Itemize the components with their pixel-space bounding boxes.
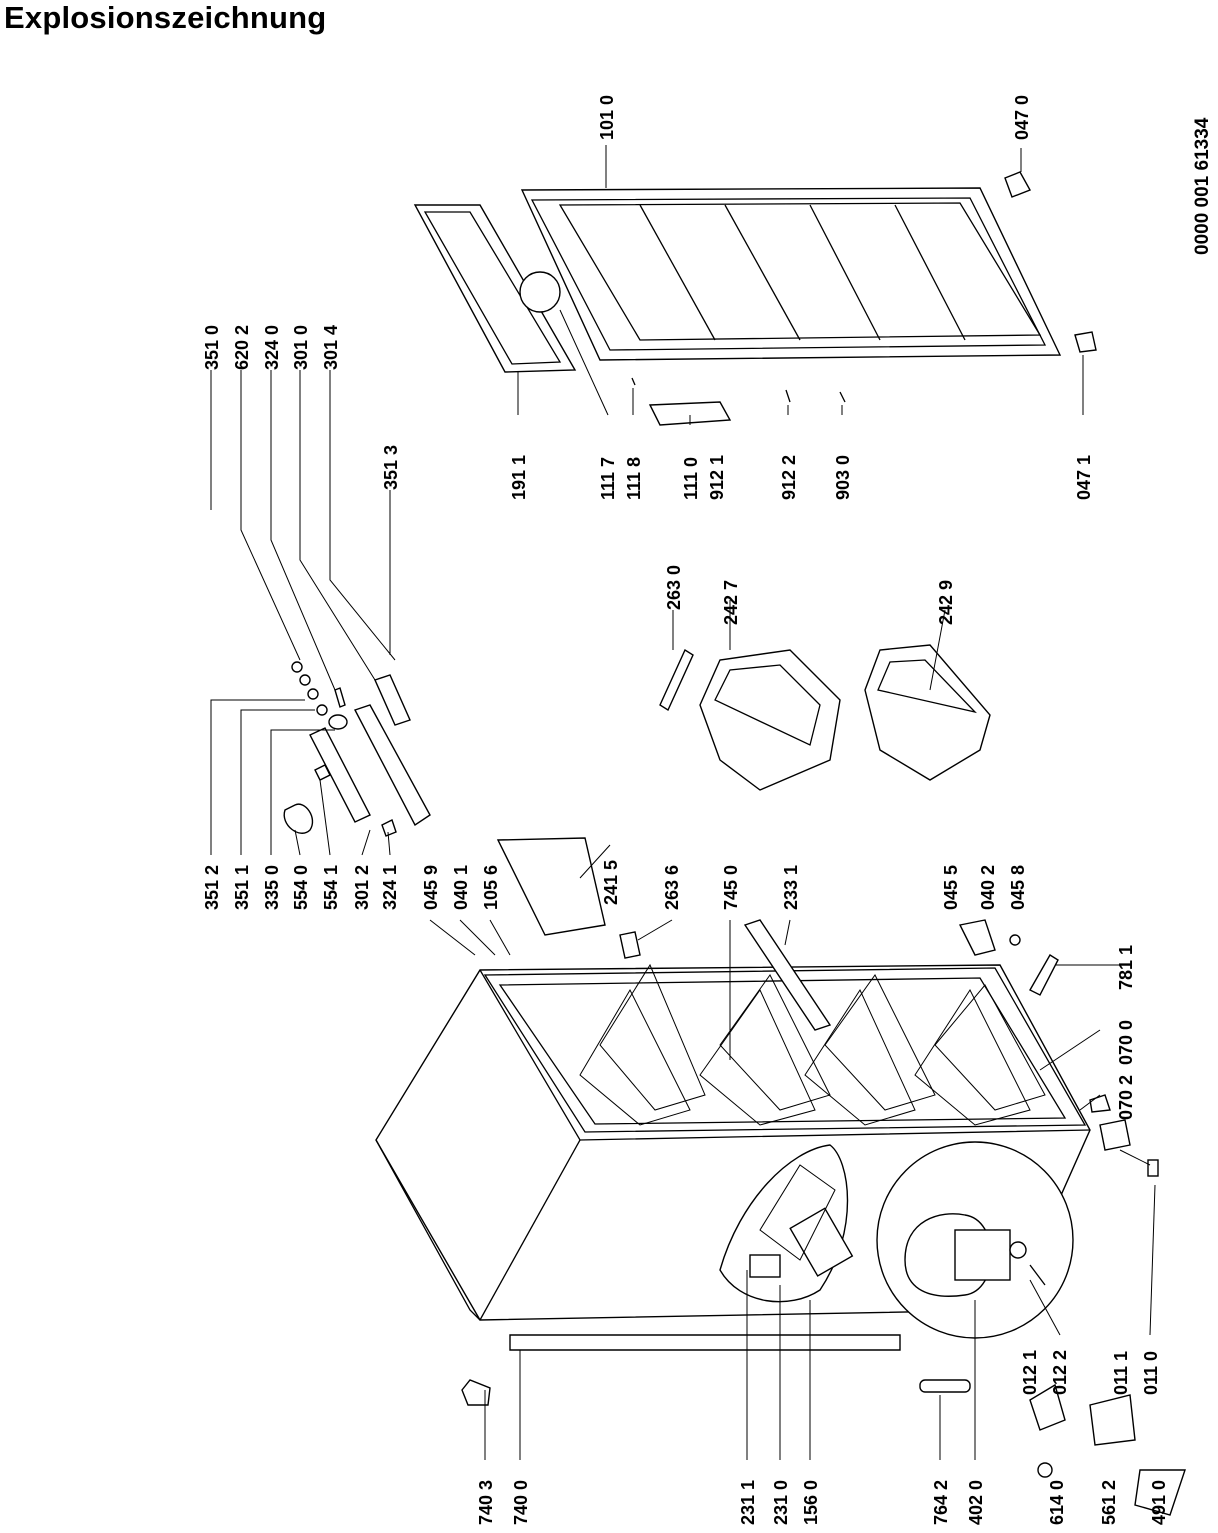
part-label: 745 0 <box>721 865 741 910</box>
part-label: 301 2 <box>352 865 372 910</box>
part-label: 045 9 <box>421 865 441 910</box>
part-label: 351 3 <box>381 445 401 490</box>
part-label: 263 0 <box>664 565 684 610</box>
part-label: 335 0 <box>262 865 282 910</box>
part-label: 491 0 <box>1149 1480 1169 1525</box>
control-parts <box>283 661 606 936</box>
part-label: 740 3 <box>476 1480 496 1525</box>
part-label: 011 1 <box>1111 1351 1131 1395</box>
part-label: 191 1 <box>509 455 529 500</box>
part-label: 070 2 <box>1116 1075 1136 1120</box>
spare-parts-bottom <box>1029 1383 1186 1516</box>
part-label: 156 0 <box>801 1480 821 1525</box>
part-label: 554 1 <box>321 865 341 910</box>
condenser <box>461 1334 971 1406</box>
part-label: 324 1 <box>380 865 400 910</box>
part-label: 012 1 <box>1020 1350 1040 1395</box>
hinge-parts <box>619 919 1159 1177</box>
part-label: 620 2 <box>232 325 252 370</box>
part-label: 301 0 <box>291 325 311 370</box>
part-label: 351 2 <box>202 865 222 910</box>
part-label: 241 5 <box>601 860 621 905</box>
part-label: 105 6 <box>481 865 501 910</box>
page-title: Explosionszeichnung <box>4 0 327 35</box>
part-label: 263 6 <box>662 865 682 910</box>
part-label: 301 4 <box>321 325 341 370</box>
drawers <box>659 644 991 791</box>
door-small-parts <box>519 171 1097 426</box>
part-label: 561 2 <box>1099 1480 1119 1525</box>
part-label: 040 2 <box>978 865 998 910</box>
part-label: 111 7 <box>598 457 618 500</box>
part-label: 047 0 <box>1012 95 1032 140</box>
part-label: 040 1 <box>451 865 471 910</box>
part-label: 912 1 <box>707 455 727 500</box>
part-label: 351 1 <box>232 865 252 910</box>
part-label: 070 0 <box>1116 1020 1136 1065</box>
part-label: 012 2 <box>1050 1350 1070 1395</box>
part-label: 111 8 <box>624 457 644 500</box>
door <box>520 187 1062 361</box>
part-label: 912 2 <box>779 455 799 500</box>
part-label: 011 0 <box>1141 1351 1161 1395</box>
part-label: 242 9 <box>936 580 956 625</box>
part-label: 554 0 <box>291 865 311 910</box>
part-label: 111 0 <box>681 457 701 500</box>
compressor-detail <box>876 1141 1074 1339</box>
part-label: 047 1 <box>1074 455 1094 500</box>
part-label: 614 0 <box>1047 1480 1067 1525</box>
part-label: 045 8 <box>1008 865 1028 910</box>
part-label: 764 2 <box>931 1480 951 1525</box>
part-label: 231 0 <box>771 1480 791 1525</box>
part-label: 324 0 <box>262 325 282 370</box>
shelves <box>579 963 1046 1126</box>
part-label: 242 7 <box>721 580 741 625</box>
leader-lines <box>210 145 1156 1460</box>
part-label: 351 0 <box>202 325 222 370</box>
part-label: 233 1 <box>781 865 801 910</box>
part-label: 903 0 <box>833 455 853 500</box>
part-label: 781 1 <box>1116 945 1136 990</box>
evaporator-detail <box>719 1144 854 1303</box>
door-gasket <box>413 204 577 373</box>
part-labels: 351 2 351 1 335 0 554 0 554 1 301 2 324 … <box>202 95 1213 1525</box>
part-label: 740 0 <box>511 1480 531 1525</box>
part-label: 231 1 <box>738 1480 758 1525</box>
part-label: 045 5 <box>941 865 961 910</box>
document-number: 0000 001 61334 <box>1192 117 1213 255</box>
part-label: 101 0 <box>597 95 617 140</box>
part-label: 402 0 <box>966 1480 986 1525</box>
